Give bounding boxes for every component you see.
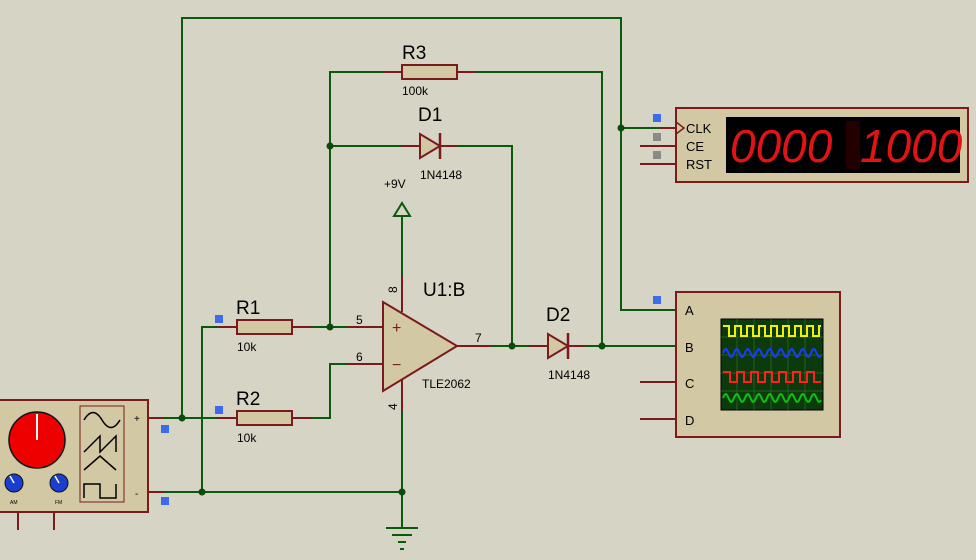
wire-feedback-left [329,71,402,327]
diode-d1[interactable]: D1 1N4148 [402,105,462,182]
resistor-r2[interactable]: R2 10k [218,389,311,445]
wire-d1-right [440,145,513,346]
supply-terminal[interactable]: +9V [384,177,412,217]
sine-wave-icon[interactable] [83,411,121,429]
junction [198,488,206,496]
triangle-wave-icon[interactable] [83,455,117,471]
scope-channel-a: A [685,303,694,318]
junction [508,342,516,350]
opamp-minus-sign: − [392,357,401,374]
r3-value: 100k [402,84,429,98]
wire-r2-right [292,363,382,419]
function-generator[interactable]: + - AM FM [0,399,164,530]
r1-value: 10k [237,340,257,354]
r1-ref: R1 [236,298,260,319]
am-knob-label: AM [10,500,18,506]
gen-plus-label: + [134,414,140,425]
d2-value: 1N4148 [548,368,590,382]
counter-display [726,117,960,173]
probe-marker [653,296,661,304]
resistor-r3[interactable]: R3 100k [384,43,475,98]
opamp-u1b[interactable]: + − U1:B TLE2062 5 6 7 8 4 [348,276,492,412]
junction [598,342,606,350]
junction [326,323,334,331]
resistor-r1[interactable]: R1 10k [218,298,311,354]
scope-trace-b [722,347,822,359]
opamp-plus-sign: + [392,320,401,337]
pin-7-label: 7 [475,331,482,345]
counter-pin-clk: CLK [686,121,712,136]
pin-4-label: 4 [386,403,400,410]
scope-channel-d: D [685,413,694,428]
sawtooth-wave-icon[interactable] [83,434,117,454]
counter-digits-right: 1000 [860,120,963,172]
scope-trace-c [723,371,821,383]
r2-value: 10k [237,431,257,445]
counter-pin-rst: RST [686,157,712,172]
probe-marker [215,406,223,414]
pin-8-label: 8 [386,286,400,293]
square-wave-icon[interactable] [83,483,117,499]
probe-marker [653,114,661,122]
probe-marker-inactive [653,133,661,141]
wire-r3-right [457,71,603,346]
scope-trace-d [722,392,822,404]
probe-marker-inactive [653,151,661,159]
junction [178,414,186,422]
d1-value: 1N4148 [420,168,462,182]
d1-ref: D1 [418,105,442,126]
probe-marker [161,425,169,433]
wire-scope-a [620,128,676,311]
counter-digits-left: 0000 [730,120,833,172]
junction [617,124,625,132]
scope-channel-b: B [685,340,694,355]
waveform-panel [79,405,125,503]
counter-pin-ce: CE [686,139,704,154]
wire-clk [181,17,676,418]
oscilloscope[interactable]: A B C D [640,291,841,438]
ground-symbol[interactable] [386,527,418,550]
fm-knob-label: FM [55,500,62,506]
counter-blank-digit [846,121,860,169]
scope-channel-c: C [685,376,694,391]
opamp-ref: U1:B [423,280,465,301]
probe-markers-grey [653,133,661,159]
counter-timer[interactable]: CLK CE RST 0000 1000 [640,107,969,183]
d2-ref: D2 [546,305,570,326]
gen-minus-label: - [135,489,138,500]
opamp-value: TLE2062 [422,377,471,391]
junctions [178,124,625,496]
probe-marker [161,497,169,505]
supply-label: +9V [384,177,406,191]
probe-marker [215,315,223,323]
r2-ref: R2 [236,389,260,410]
junction [326,142,334,150]
scope-trace-a [723,325,821,337]
pin-5-label: 5 [356,313,363,327]
r3-ref: R3 [402,43,426,64]
pin-6-label: 6 [356,350,363,364]
junction [398,488,406,496]
probe-markers [161,114,661,505]
diode-d2[interactable]: D2 1N4148 [530,305,590,382]
